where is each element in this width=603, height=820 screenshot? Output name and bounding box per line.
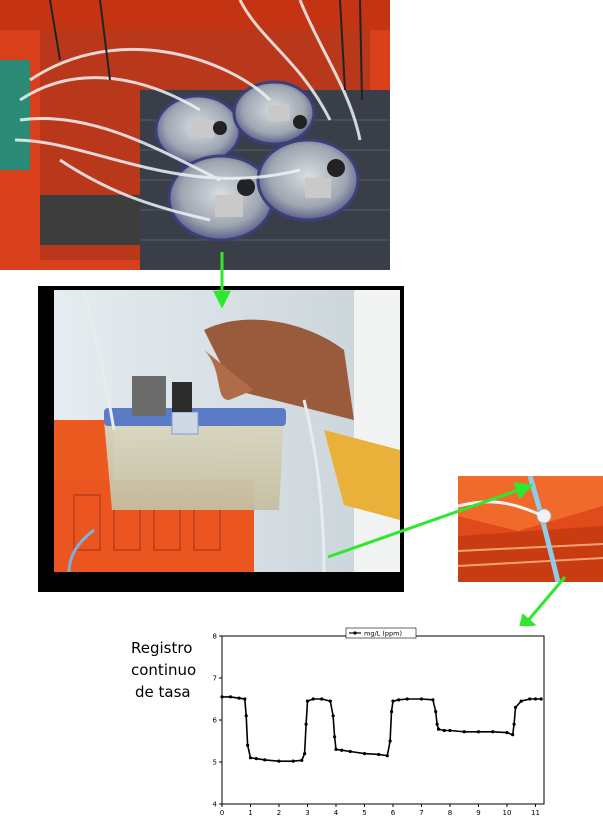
y-tick-label: 6 (213, 717, 218, 725)
arrow-sensor-to-chart (517, 576, 567, 633)
respirometry-chamber-photo-icon (54, 290, 400, 572)
data-point (511, 733, 515, 737)
data-point (320, 697, 324, 701)
y-tick-label: 5 (213, 759, 217, 767)
data-point (512, 722, 516, 726)
caption-line-3: de tasa (135, 683, 191, 701)
x-tick-label: 0 (220, 809, 224, 817)
caption-line-2: continuo (131, 661, 197, 679)
data-point (362, 752, 367, 756)
data-point (533, 697, 538, 701)
data-point (539, 697, 543, 701)
data-point (228, 695, 233, 699)
chart-legend: mg/L (ppm) (345, 627, 417, 639)
data-point (334, 747, 338, 751)
data-point (442, 728, 446, 733)
x-tick-label: 5 (362, 809, 366, 817)
data-point (436, 727, 441, 731)
data-point (246, 743, 250, 747)
data-point (248, 756, 253, 760)
data-point (435, 722, 439, 726)
data-point (305, 699, 310, 703)
oxygen-sensor-photo-icon (458, 476, 603, 582)
data-point (304, 722, 308, 726)
data-point (291, 759, 295, 763)
data-point (528, 697, 532, 701)
data-point (277, 759, 281, 763)
data-point (303, 752, 307, 756)
x-tick-label: 8 (448, 809, 452, 817)
oxygen-rate-chart: 0 1 2 3 4 5 6 7 8 9 10 11 4 5 6 7 8 mg/L (ppm) (210, 626, 550, 820)
chart-background (210, 626, 550, 820)
caption-line-1: Registro (131, 639, 193, 657)
y-tick-label: 7 (213, 675, 217, 683)
x-tick-label: 6 (391, 809, 396, 817)
data-point (331, 714, 335, 718)
data-point (505, 731, 509, 735)
legend-box (345, 627, 417, 639)
data-point (519, 699, 523, 703)
data-point (389, 710, 394, 714)
data-point (243, 697, 247, 701)
data-point (391, 699, 395, 703)
legend-label: mg/L (ppm) (364, 630, 402, 638)
x-tick-label: 1 (248, 809, 252, 817)
data-point (513, 705, 518, 709)
x-tick-label: 4 (334, 809, 339, 817)
data-point (405, 697, 409, 701)
data-point (263, 758, 267, 762)
data-point (385, 754, 389, 758)
data-point (419, 697, 424, 701)
data-point (431, 698, 435, 702)
data-point (377, 752, 381, 757)
x-tick-label: 3 (305, 809, 309, 817)
data-point (491, 730, 495, 734)
legend-marker (353, 631, 357, 635)
data-point (397, 698, 401, 702)
y-tick-label: 8 (213, 633, 217, 641)
x-tick-label: 7 (419, 809, 423, 817)
data-point (300, 758, 304, 762)
data-point (311, 697, 315, 701)
data-point (434, 710, 438, 714)
data-point (254, 757, 258, 761)
data-point (328, 699, 332, 703)
data-point (220, 695, 224, 699)
plot-area: 0 1 2 3 4 5 6 7 8 9 10 11 4 5 6 7 8 (213, 633, 545, 817)
data-point (332, 735, 337, 739)
data-point (388, 739, 392, 743)
data-point (462, 730, 466, 734)
data-point (348, 749, 352, 754)
data-point (244, 714, 248, 718)
data-point (237, 696, 241, 700)
data-point (476, 730, 481, 734)
respirometry-tank-photo-icon (0, 0, 390, 270)
data-point (340, 748, 344, 752)
data-point (448, 728, 452, 733)
x-tick-label: 2 (277, 809, 281, 817)
x-tick-label: 10 (502, 809, 511, 817)
y-tick-label: 4 (213, 801, 218, 809)
x-tick-label: 9 (476, 809, 480, 817)
x-tick-label: 11 (531, 809, 540, 817)
